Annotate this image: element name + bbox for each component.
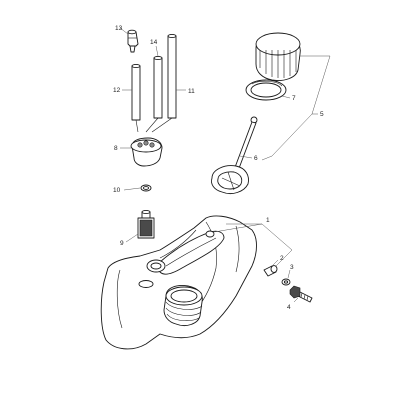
- callout-7: 7: [292, 95, 296, 102]
- fuel-tank: [100, 215, 257, 350]
- bushing: [263, 265, 278, 277]
- cap-tether: [211, 116, 258, 195]
- screw: [289, 285, 313, 303]
- washer: [281, 278, 291, 286]
- callout-13: 13: [115, 25, 123, 32]
- grommet: [130, 137, 163, 167]
- callout-1: 1: [266, 217, 270, 224]
- check-valve: [127, 29, 139, 53]
- fuel-hose-11: [167, 33, 177, 119]
- leader-lines: [119, 27, 331, 303]
- fuel-cap: [255, 32, 301, 81]
- callout-5: 5: [320, 111, 324, 118]
- callout-4: 4: [287, 304, 291, 311]
- callout-10: 10: [113, 187, 121, 194]
- callout-9: 9: [120, 240, 124, 247]
- fuel-hose-12: [131, 63, 141, 121]
- callout-6: 6: [254, 155, 258, 162]
- callout-2: 2: [280, 255, 284, 262]
- callout-14: 14: [150, 39, 158, 46]
- cap-gasket: [245, 79, 287, 101]
- fuel-filter: [137, 209, 155, 239]
- callouts: 13 14 12 11 8 10 9 5 7 6 1 2 3 4: [113, 25, 324, 311]
- callout-11: 11: [188, 88, 195, 95]
- callout-3: 3: [290, 264, 294, 271]
- o-ring: [140, 184, 152, 192]
- callout-12: 12: [113, 87, 121, 94]
- fuel-hose-14: [153, 55, 163, 119]
- callout-8: 8: [114, 145, 118, 152]
